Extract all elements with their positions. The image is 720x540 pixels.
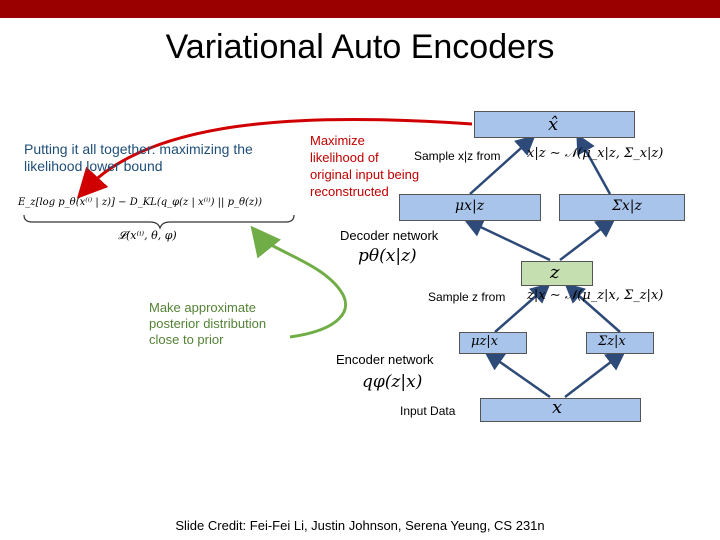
z-box (521, 261, 593, 286)
mu-zx-symbol: μz|x (471, 334, 499, 349)
p-theta-symbol: pθ(x|z) (358, 246, 417, 266)
x-input-box (480, 398, 641, 422)
mu-zx-box (459, 332, 527, 354)
x-sample-distribution: x|z ∼ 𝒩(μ_x|z, Σ_x|z) (527, 146, 664, 161)
sigma-xz-box (559, 194, 685, 221)
sample-x-label: Sample x|z from (414, 149, 501, 163)
mu-xz-symbol: μx|z (455, 198, 485, 214)
approx-annotation: Make approximate posterior distribution … (149, 300, 267, 347)
mu-xz-box (399, 194, 541, 221)
slide-credit: Slide Credit: Fei-Fei Li, Justin Johnson… (175, 518, 545, 533)
sigma-xz-symbol: Σx|z (612, 198, 642, 214)
red-arrow (76, 117, 473, 199)
q-phi-symbol: qφ(z|x) (362, 372, 423, 392)
slide-title: Variational Auto Encoders (165, 28, 555, 66)
sample-z-label: Sample z from (428, 290, 506, 304)
input-data-label: Input Data (400, 404, 456, 418)
decoder-network-label: Decoder network (340, 228, 439, 243)
sigma-zx-box (586, 332, 654, 354)
sigma-zx-symbol: Σz|x (598, 334, 626, 349)
x-hat-symbol: x̂ (548, 114, 559, 135)
z-symbol: z (550, 262, 560, 283)
title-bar (0, 0, 720, 18)
green-arrow (250, 225, 347, 339)
z-sample-distribution: z|x ∼ 𝒩(μ_z|x, Σ_z|x) (527, 288, 664, 303)
x-hat-box (474, 111, 635, 138)
elbo-label: 𝓛(x⁽ⁱ⁾, θ, φ) (118, 229, 177, 242)
encoder-network-label: Encoder network (336, 352, 434, 367)
elbo-brace (23, 214, 295, 230)
x-symbol: x (552, 397, 563, 418)
maximize-annotation: Maximize likelihood of original input be… (310, 133, 420, 199)
elbo-expression: E_z[log p_θ(x⁽ⁱ⁾ | z)] − D_KL(q_φ(z | x⁽… (18, 197, 262, 208)
putting-together-text: Putting it all together: maximizing the … (24, 141, 253, 174)
